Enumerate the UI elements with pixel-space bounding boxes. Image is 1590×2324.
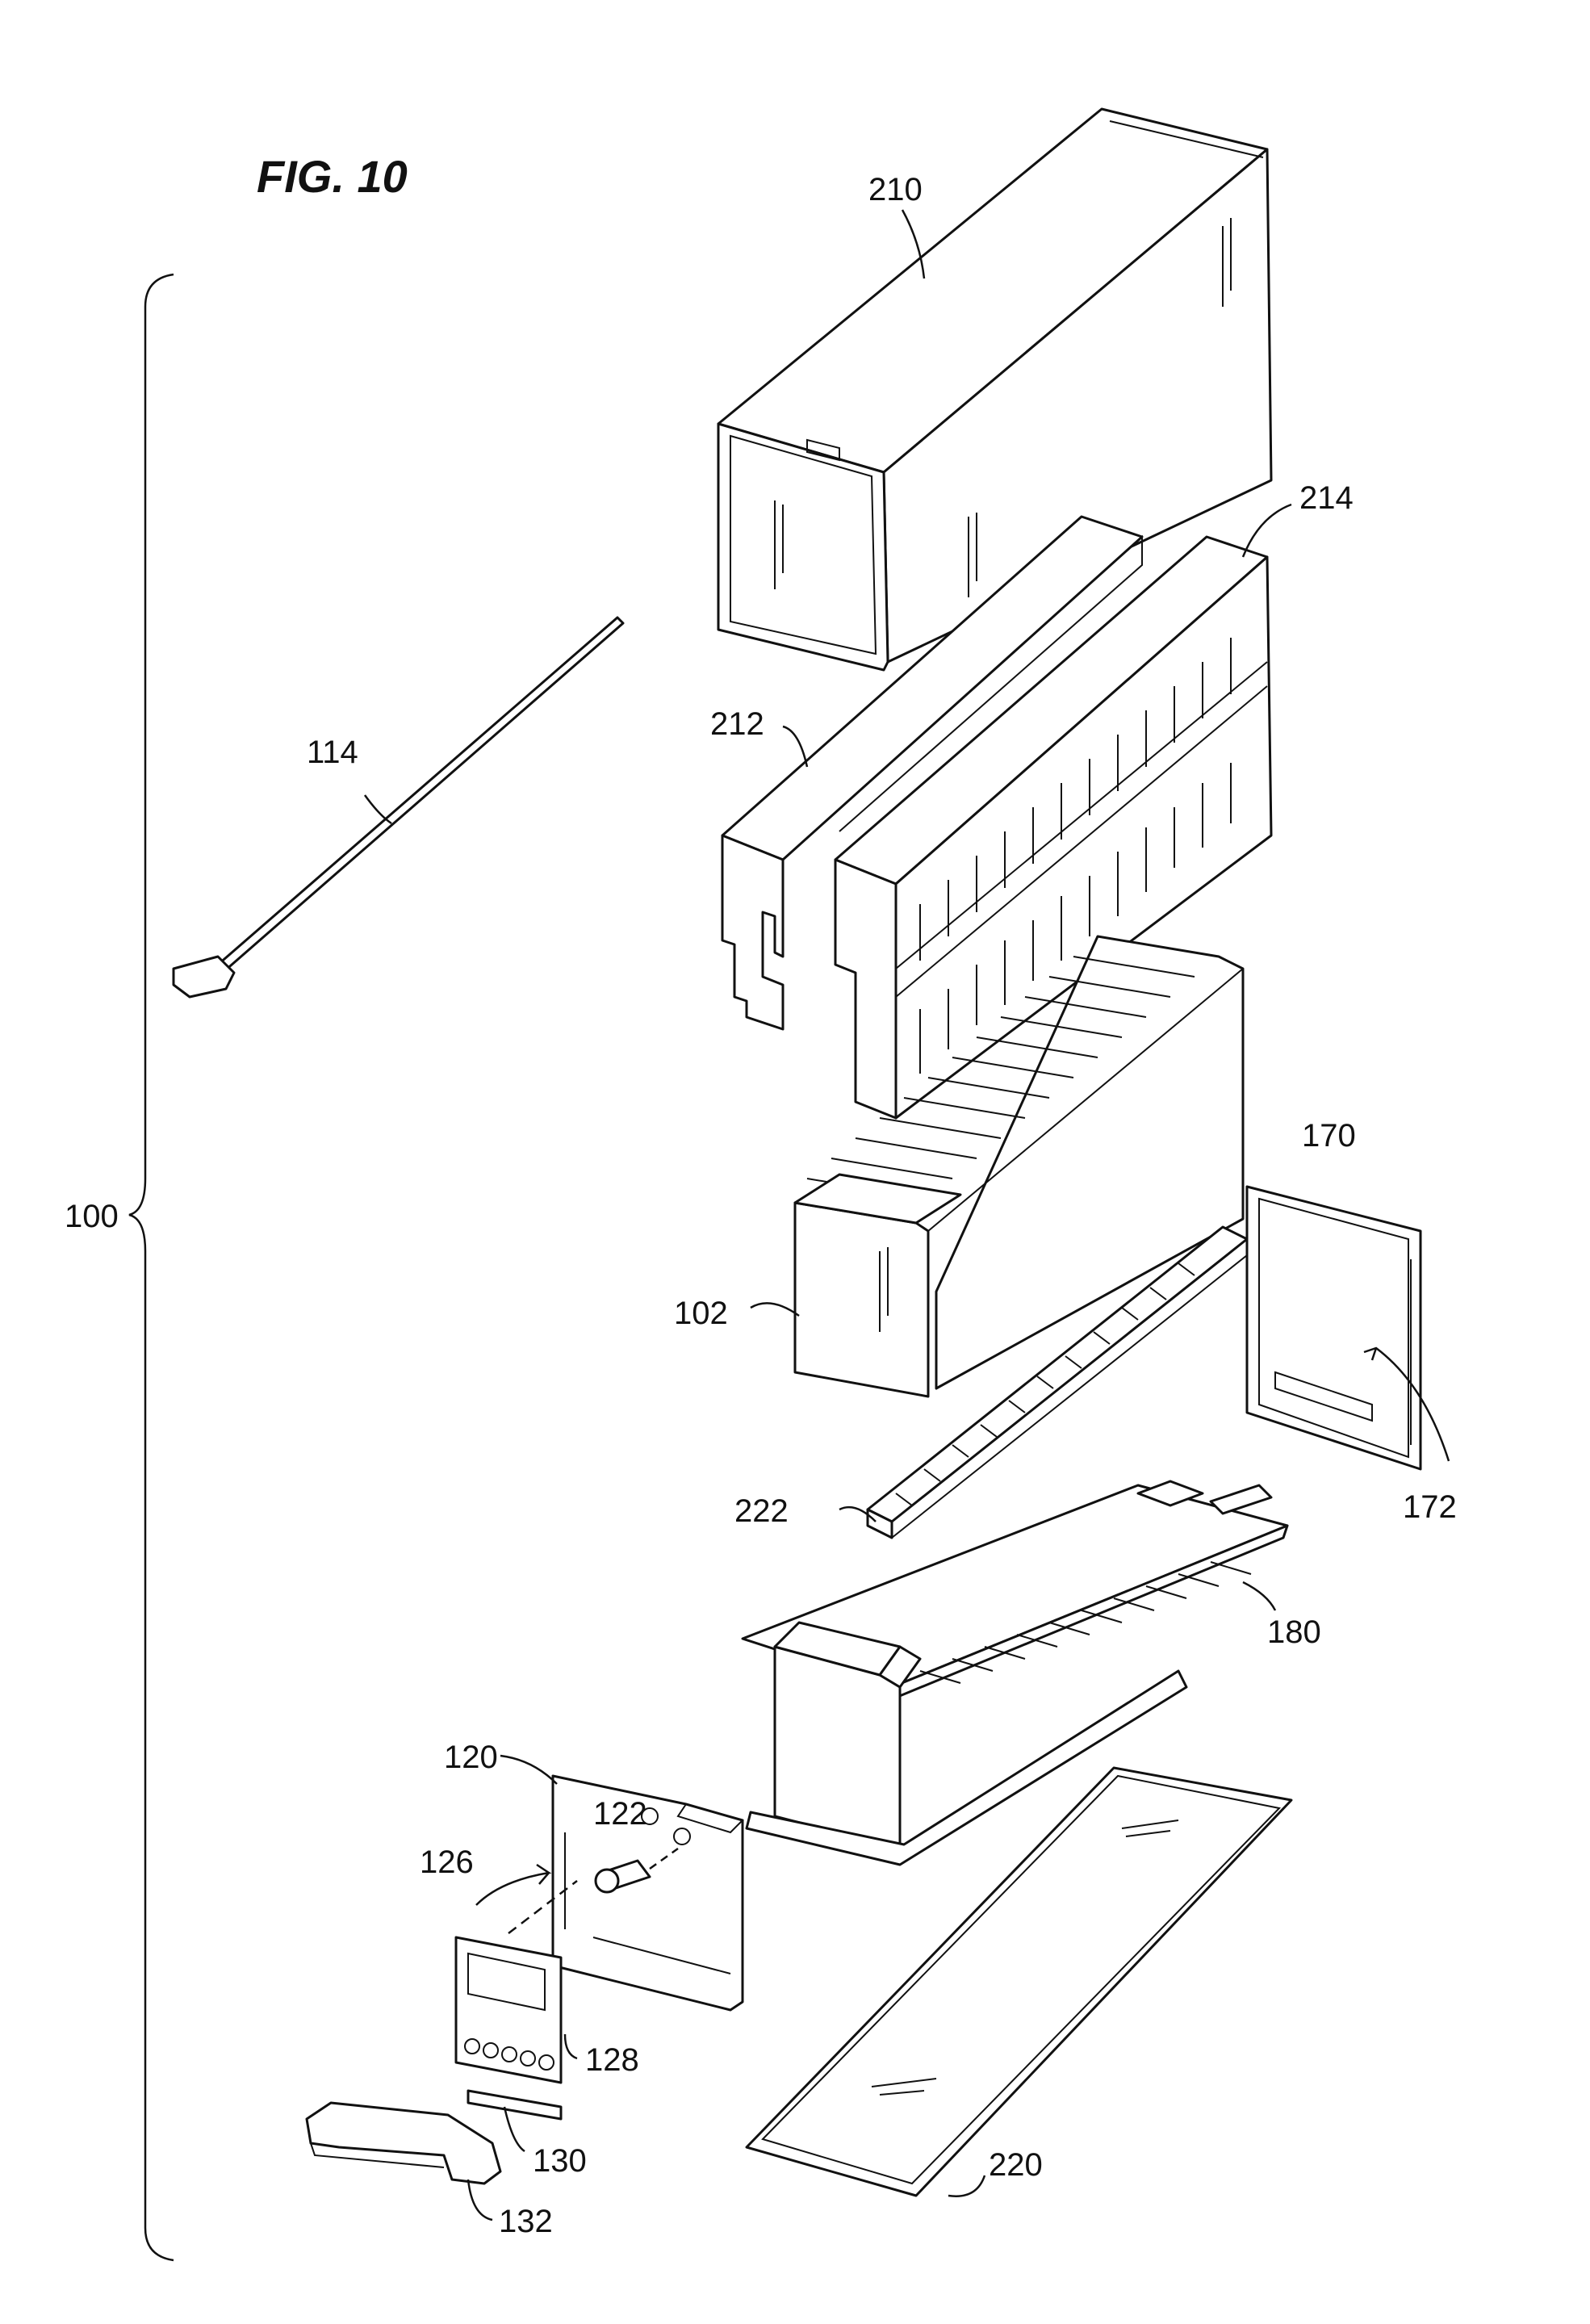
label-120: 120 <box>444 1740 498 1775</box>
label-100: 100 <box>65 1199 119 1234</box>
front-panel <box>551 1774 744 2012</box>
label-170: 170 <box>1302 1118 1356 1154</box>
slot-guide-212 <box>721 515 1144 1031</box>
label-172: 172 <box>1403 1489 1457 1525</box>
housing-cover <box>717 107 1273 672</box>
label-220: 220 <box>989 2147 1043 2183</box>
label-214: 214 <box>1299 480 1354 516</box>
slot-guide-214 <box>834 535 1273 1120</box>
label-114: 114 <box>307 735 358 770</box>
single-drive <box>773 1621 922 1850</box>
handle <box>305 2101 502 2185</box>
label-130: 130 <box>533 2143 587 2179</box>
bottom-tray <box>745 1766 1293 2197</box>
knob <box>594 1847 679 1894</box>
disk-drive-stack <box>793 935 1245 1398</box>
label-128: 128 <box>585 2042 639 2078</box>
chassis-base <box>745 1669 1188 1866</box>
label-132: 132 <box>499 2204 553 2239</box>
label-102: 102 <box>674 1296 728 1331</box>
label-plate <box>454 1880 578 2084</box>
label-210: 210 <box>868 172 923 207</box>
label-212: 212 <box>710 706 764 742</box>
leader-lines <box>363 209 1450 2221</box>
figure-title: FIG. 10 <box>257 151 408 202</box>
assembly-brace <box>128 273 174 2262</box>
rod <box>172 616 625 999</box>
label-126: 126 <box>420 1845 474 1880</box>
label-180: 180 <box>1267 1614 1321 1650</box>
label-222: 222 <box>734 1493 789 1529</box>
side-panel <box>1245 1185 1422 1471</box>
label-122: 122 <box>593 1796 647 1832</box>
strip <box>467 2089 563 2121</box>
